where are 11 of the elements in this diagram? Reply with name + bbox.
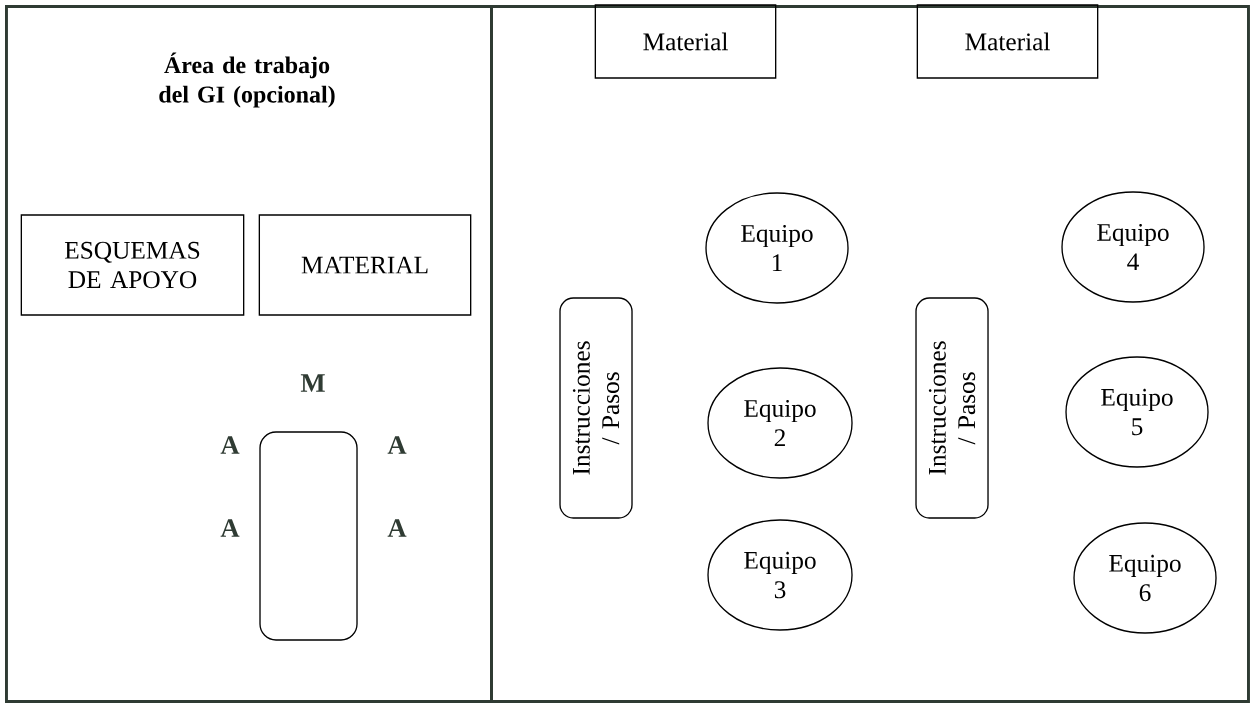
seat-letter: A — [387, 436, 407, 454]
seat-letter: A — [387, 519, 407, 537]
label-box: ESQUEMAS DE APOYO — [20, 214, 245, 316]
instruction-board: Instrucciones / Pasos — [559, 297, 633, 519]
label-box: MATERIAL — [258, 214, 472, 316]
seat-letter: M — [300, 374, 325, 392]
instruction-board: Instrucciones / Pasos — [915, 297, 989, 519]
table-shape — [259, 431, 358, 641]
label-box: Material — [916, 4, 1099, 79]
label-box: Material — [594, 4, 777, 79]
panel — [490, 5, 1250, 703]
